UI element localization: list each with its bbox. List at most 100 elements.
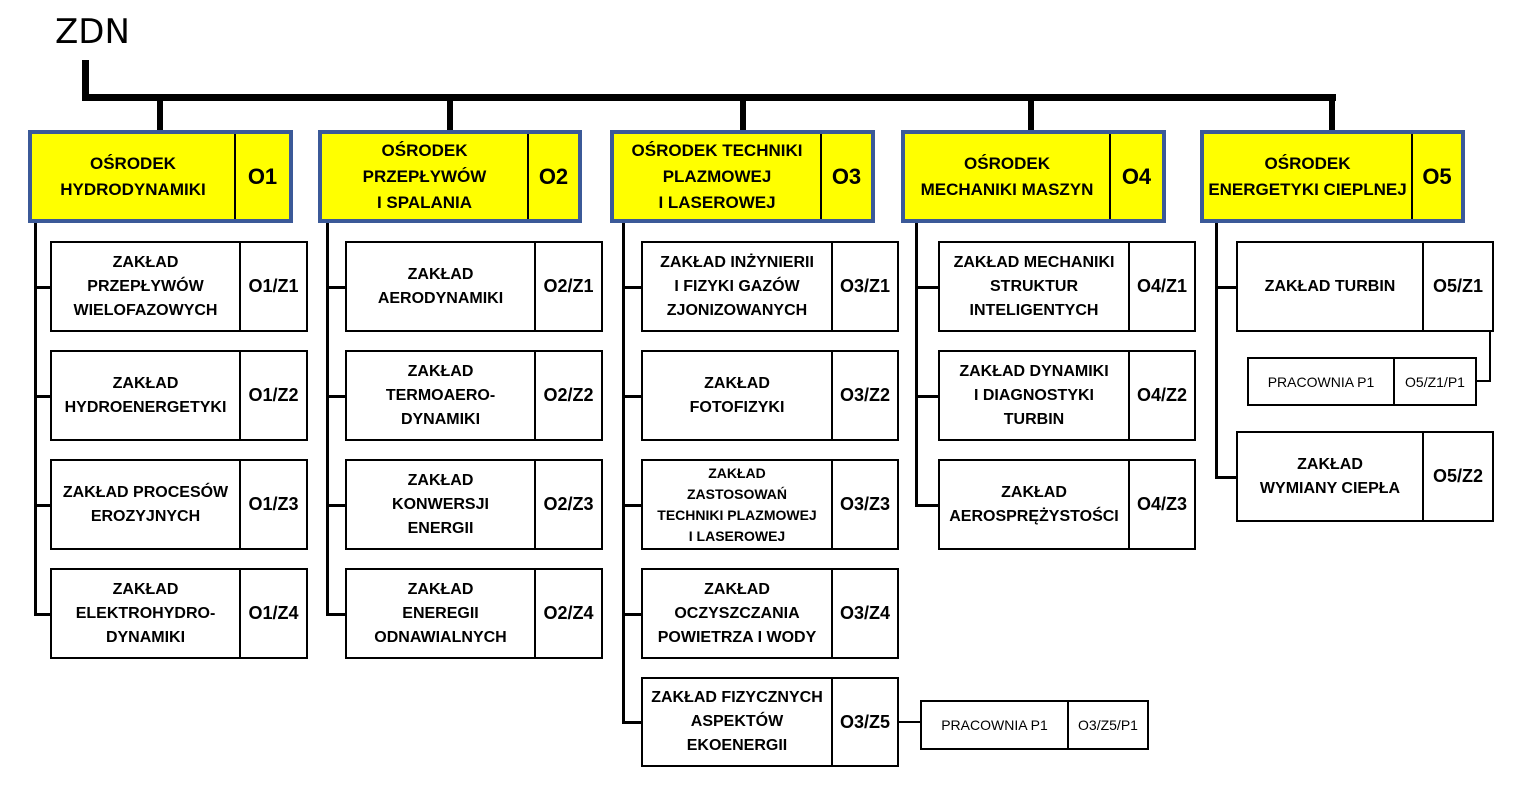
unit-name: PRACOWNIA P1 bbox=[941, 717, 1048, 733]
unit-o5-z2[interactable]: ZAKŁAD WYMIANY CIEPŁA O5/Z2 bbox=[1236, 431, 1494, 522]
unit-code: O1/Z1 bbox=[239, 243, 306, 330]
unit-name: ZAKŁAD ZASTOSOWAŃ TECHNIKI PLAZMOWEJ I L… bbox=[657, 464, 817, 544]
center-drop-line bbox=[157, 97, 163, 131]
unit-name: ZAKŁAD HYDROENERGETYKI bbox=[64, 374, 227, 416]
unit-code: O4/Z1 bbox=[1128, 243, 1194, 330]
unit-code: O5/Z1 bbox=[1422, 243, 1492, 330]
unit-name: ZAKŁAD WYMIANY CIEPŁA bbox=[1259, 455, 1401, 497]
unit-branch-line bbox=[34, 612, 50, 616]
lab-branch-line bbox=[1489, 330, 1491, 382]
center-drop-line bbox=[740, 97, 746, 131]
unit-code: O1/Z2 bbox=[239, 352, 306, 439]
unit-code: O5/Z1/P1 bbox=[1393, 359, 1475, 404]
center-spine-line bbox=[1215, 223, 1218, 479]
unit-branch-line bbox=[622, 503, 641, 507]
lab-o3-z5-p1[interactable]: PRACOWNIA P1 O3/Z5/P1 bbox=[920, 700, 1149, 750]
unit-name: ZAKŁAD ELEKTROHYDRO- DYNAMIKI bbox=[75, 580, 216, 646]
lab-branch-line bbox=[1476, 380, 1491, 382]
unit-o1-z2[interactable]: ZAKŁAD HYDROENERGETYKI O1/Z2 bbox=[50, 350, 308, 441]
unit-code: O2 bbox=[527, 134, 578, 219]
root-bus bbox=[82, 94, 1336, 101]
root-label: ZDN bbox=[55, 12, 130, 52]
unit-code: O4/Z2 bbox=[1128, 352, 1194, 439]
unit-o1-z4[interactable]: ZAKŁAD ELEKTROHYDRO- DYNAMIKI O1/Z4 bbox=[50, 568, 308, 659]
center-spine-line bbox=[622, 223, 625, 724]
center-drop-line bbox=[1028, 97, 1034, 131]
unit-name: ZAKŁAD KONWERSJI ENERGII bbox=[392, 471, 489, 537]
unit-code: O4/Z3 bbox=[1128, 461, 1194, 548]
root-trunk bbox=[82, 60, 89, 100]
unit-name: ZAKŁAD TERMOAERO- DYNAMIKI bbox=[385, 362, 496, 428]
unit-o3-z1[interactable]: ZAKŁAD INŻYNIERII I FIZYKI GAZÓW ZJONIZO… bbox=[641, 241, 899, 332]
unit-branch-line bbox=[1215, 285, 1236, 289]
unit-name: OŚRODEK MECHANIKI MASZYN bbox=[920, 153, 1094, 199]
unit-code: O2/Z3 bbox=[534, 461, 601, 548]
unit-branch-line bbox=[915, 503, 938, 507]
lab-branch-line bbox=[899, 721, 921, 723]
unit-name: ZAKŁAD PROCESÓW EROZYJNYCH bbox=[62, 483, 229, 525]
lab-o5-z1-p1[interactable]: PRACOWNIA P1 O5/Z1/P1 bbox=[1247, 357, 1477, 406]
center-o4[interactable]: OŚRODEK MECHANIKI MASZYN O4 bbox=[901, 130, 1166, 223]
unit-o1-z1[interactable]: ZAKŁAD PRZEPŁYWÓW WIELOFAZOWYCH O1/Z1 bbox=[50, 241, 308, 332]
unit-code: O3/Z3 bbox=[831, 461, 897, 548]
unit-name: PRACOWNIA P1 bbox=[1267, 373, 1375, 390]
unit-code: O2/Z4 bbox=[534, 570, 601, 657]
unit-o2-z3[interactable]: ZAKŁAD KONWERSJI ENERGII O2/Z3 bbox=[345, 459, 603, 550]
unit-code: O1/Z4 bbox=[239, 570, 306, 657]
unit-code: O3/Z5/P1 bbox=[1067, 702, 1147, 748]
unit-code: O5/Z2 bbox=[1422, 433, 1492, 520]
unit-branch-line bbox=[326, 394, 345, 398]
unit-name: OŚRODEK TECHNIKI PLAZMOWEJ I LASEROWEJ bbox=[631, 140, 803, 212]
center-drop-line bbox=[1329, 97, 1335, 131]
unit-branch-line bbox=[622, 612, 641, 616]
unit-name: ZAKŁAD AERODYNAMIKI bbox=[377, 265, 504, 307]
unit-code: O2/Z2 bbox=[534, 352, 601, 439]
unit-o3-z3[interactable]: ZAKŁAD ZASTOSOWAŃ TECHNIKI PLAZMOWEJ I L… bbox=[641, 459, 899, 550]
unit-o2-z2[interactable]: ZAKŁAD TERMOAERO- DYNAMIKI O2/Z2 bbox=[345, 350, 603, 441]
unit-name: ZAKŁAD AEROSPRĘŻYSTOŚCI bbox=[949, 483, 1119, 525]
unit-branch-line bbox=[326, 612, 345, 616]
unit-branch-line bbox=[915, 285, 938, 289]
center-spine-line bbox=[34, 223, 37, 616]
unit-branch-line bbox=[34, 394, 50, 398]
unit-name: OŚRODEK HYDRODYNAMIKI bbox=[60, 153, 206, 199]
unit-code: O3/Z5 bbox=[831, 679, 897, 765]
unit-code: O3 bbox=[820, 134, 871, 219]
unit-code: O1/Z3 bbox=[239, 461, 306, 548]
unit-code: O3/Z4 bbox=[831, 570, 897, 657]
center-spine-line bbox=[326, 223, 329, 616]
unit-name: ZAKŁAD OCZYSZCZANIA POWIETRZA I WODY bbox=[657, 580, 817, 646]
unit-branch-line bbox=[34, 285, 50, 289]
center-spine-line bbox=[915, 223, 918, 507]
unit-name: ZAKŁAD MECHANIKI STRUKTUR INTELIGENTYCH bbox=[953, 253, 1115, 319]
unit-code: O5 bbox=[1411, 134, 1461, 219]
unit-branch-line bbox=[34, 503, 50, 507]
unit-code: O3/Z2 bbox=[831, 352, 897, 439]
center-o2[interactable]: OŚRODEK PRZEPŁYWÓW I SPALANIA O2 bbox=[318, 130, 582, 223]
unit-name: ZAKŁAD INŻYNIERII I FIZYKI GAZÓW ZJONIZO… bbox=[660, 253, 814, 319]
unit-code: O4 bbox=[1109, 134, 1162, 219]
unit-branch-line bbox=[622, 394, 641, 398]
unit-o2-z4[interactable]: ZAKŁAD ENEREGII ODNAWIALNYCH O2/Z4 bbox=[345, 568, 603, 659]
unit-name: ZAKŁAD FIZYCZNYCH ASPEKTÓW EKOENERGII bbox=[651, 689, 823, 754]
unit-branch-line bbox=[326, 285, 345, 289]
unit-branch-line bbox=[1215, 475, 1236, 479]
unit-name: ZAKŁAD PRZEPŁYWÓW WIELOFAZOWYCH bbox=[73, 253, 218, 319]
unit-branch-line bbox=[915, 394, 938, 398]
unit-o4-z2[interactable]: ZAKŁAD DYNAMIKI I DIAGNOSTYKI TURBIN O4/Z… bbox=[938, 350, 1196, 441]
unit-name: ZAKŁAD DYNAMIKI I DIAGNOSTYKI TURBIN bbox=[959, 362, 1109, 428]
unit-name: OŚRODEK PRZEPŁYWÓW I SPALANIA bbox=[362, 140, 487, 212]
unit-name: ZAKŁAD ENEREGII ODNAWIALNYCH bbox=[374, 580, 507, 646]
unit-branch-line bbox=[326, 503, 345, 507]
